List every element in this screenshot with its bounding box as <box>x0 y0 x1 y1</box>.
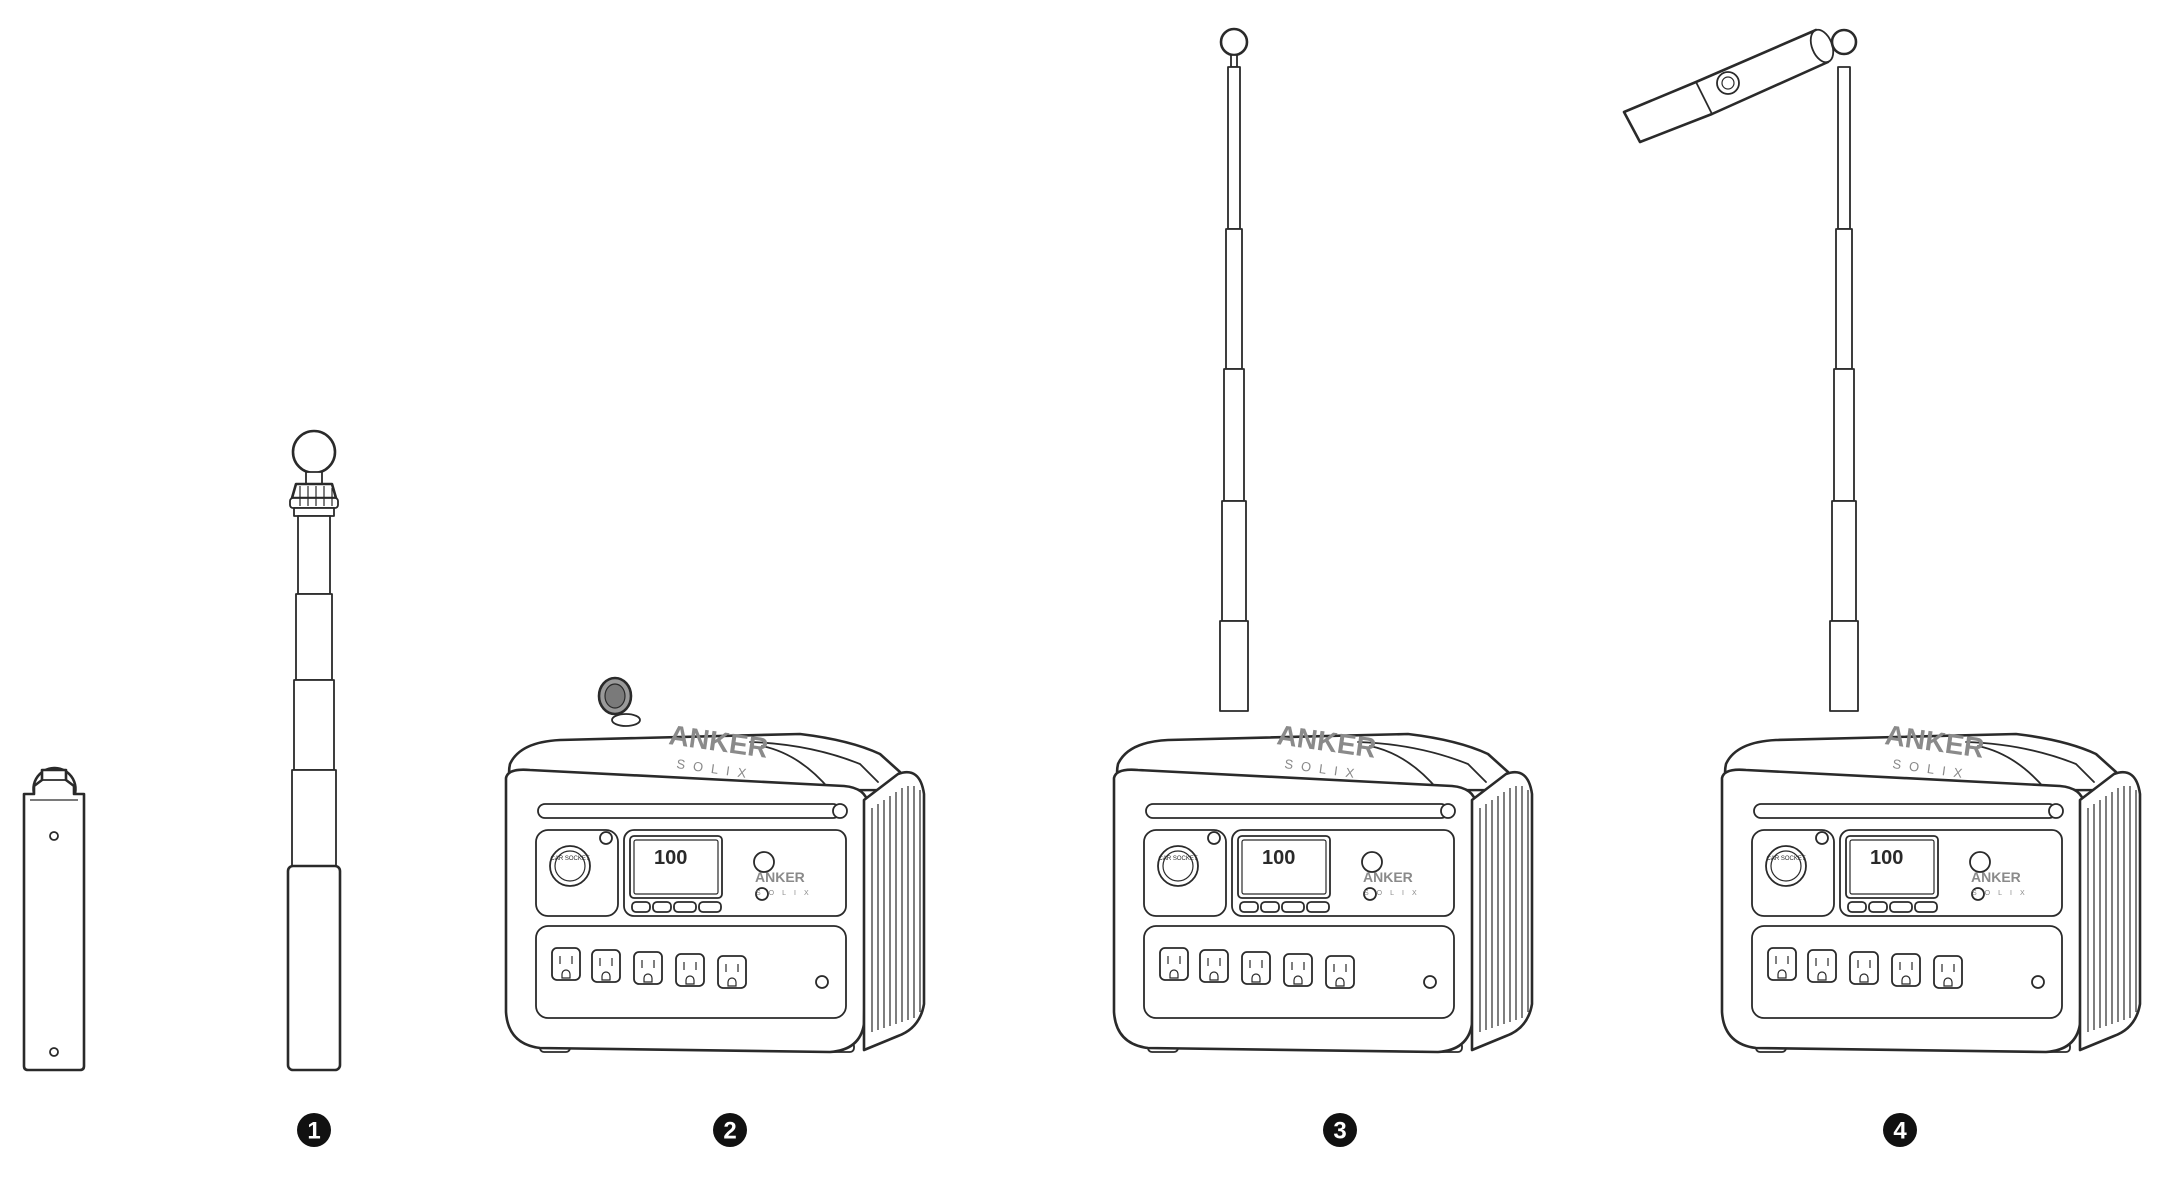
power-station-step-3 <box>1112 27 1534 1054</box>
step-number: 2 <box>723 1118 736 1145</box>
display-value: 100 <box>1262 847 1295 869</box>
step-badge-3: 3 <box>1323 1113 1357 1147</box>
brand-front: ANKER <box>1971 869 2021 885</box>
power-station-step-4 <box>1622 28 2142 1054</box>
mount-bracket <box>22 766 86 1072</box>
brand-front: ANKER <box>755 869 805 885</box>
step-number: 1 <box>307 1118 320 1145</box>
display-value: 100 <box>654 847 687 869</box>
sub-brand-front: SOLIX <box>756 890 817 897</box>
collapsed-pole <box>286 429 342 1072</box>
sub-brand-front: SOLIX <box>1364 890 1425 897</box>
step-number: 3 <box>1333 1118 1346 1145</box>
car-socket-label: CAR SOCKET <box>1766 856 1805 862</box>
extended-pole-with-lamp <box>1622 28 1859 712</box>
step-number: 4 <box>1893 1118 1907 1145</box>
step-badge-1: 1 <box>297 1113 331 1147</box>
extended-pole <box>1219 27 1249 712</box>
display-value: 100 <box>1870 847 1903 869</box>
sub-brand-front: SOLIX <box>1972 890 2033 897</box>
step-badge-4: 4 <box>1883 1113 1917 1147</box>
power-station-step-2 <box>504 676 926 1054</box>
brand-front: ANKER <box>1363 869 1413 885</box>
car-socket-label: CAR SOCKET <box>1158 856 1197 862</box>
car-socket-label: CAR SOCKET <box>550 856 589 862</box>
step-badge-2: 2 <box>713 1113 747 1147</box>
